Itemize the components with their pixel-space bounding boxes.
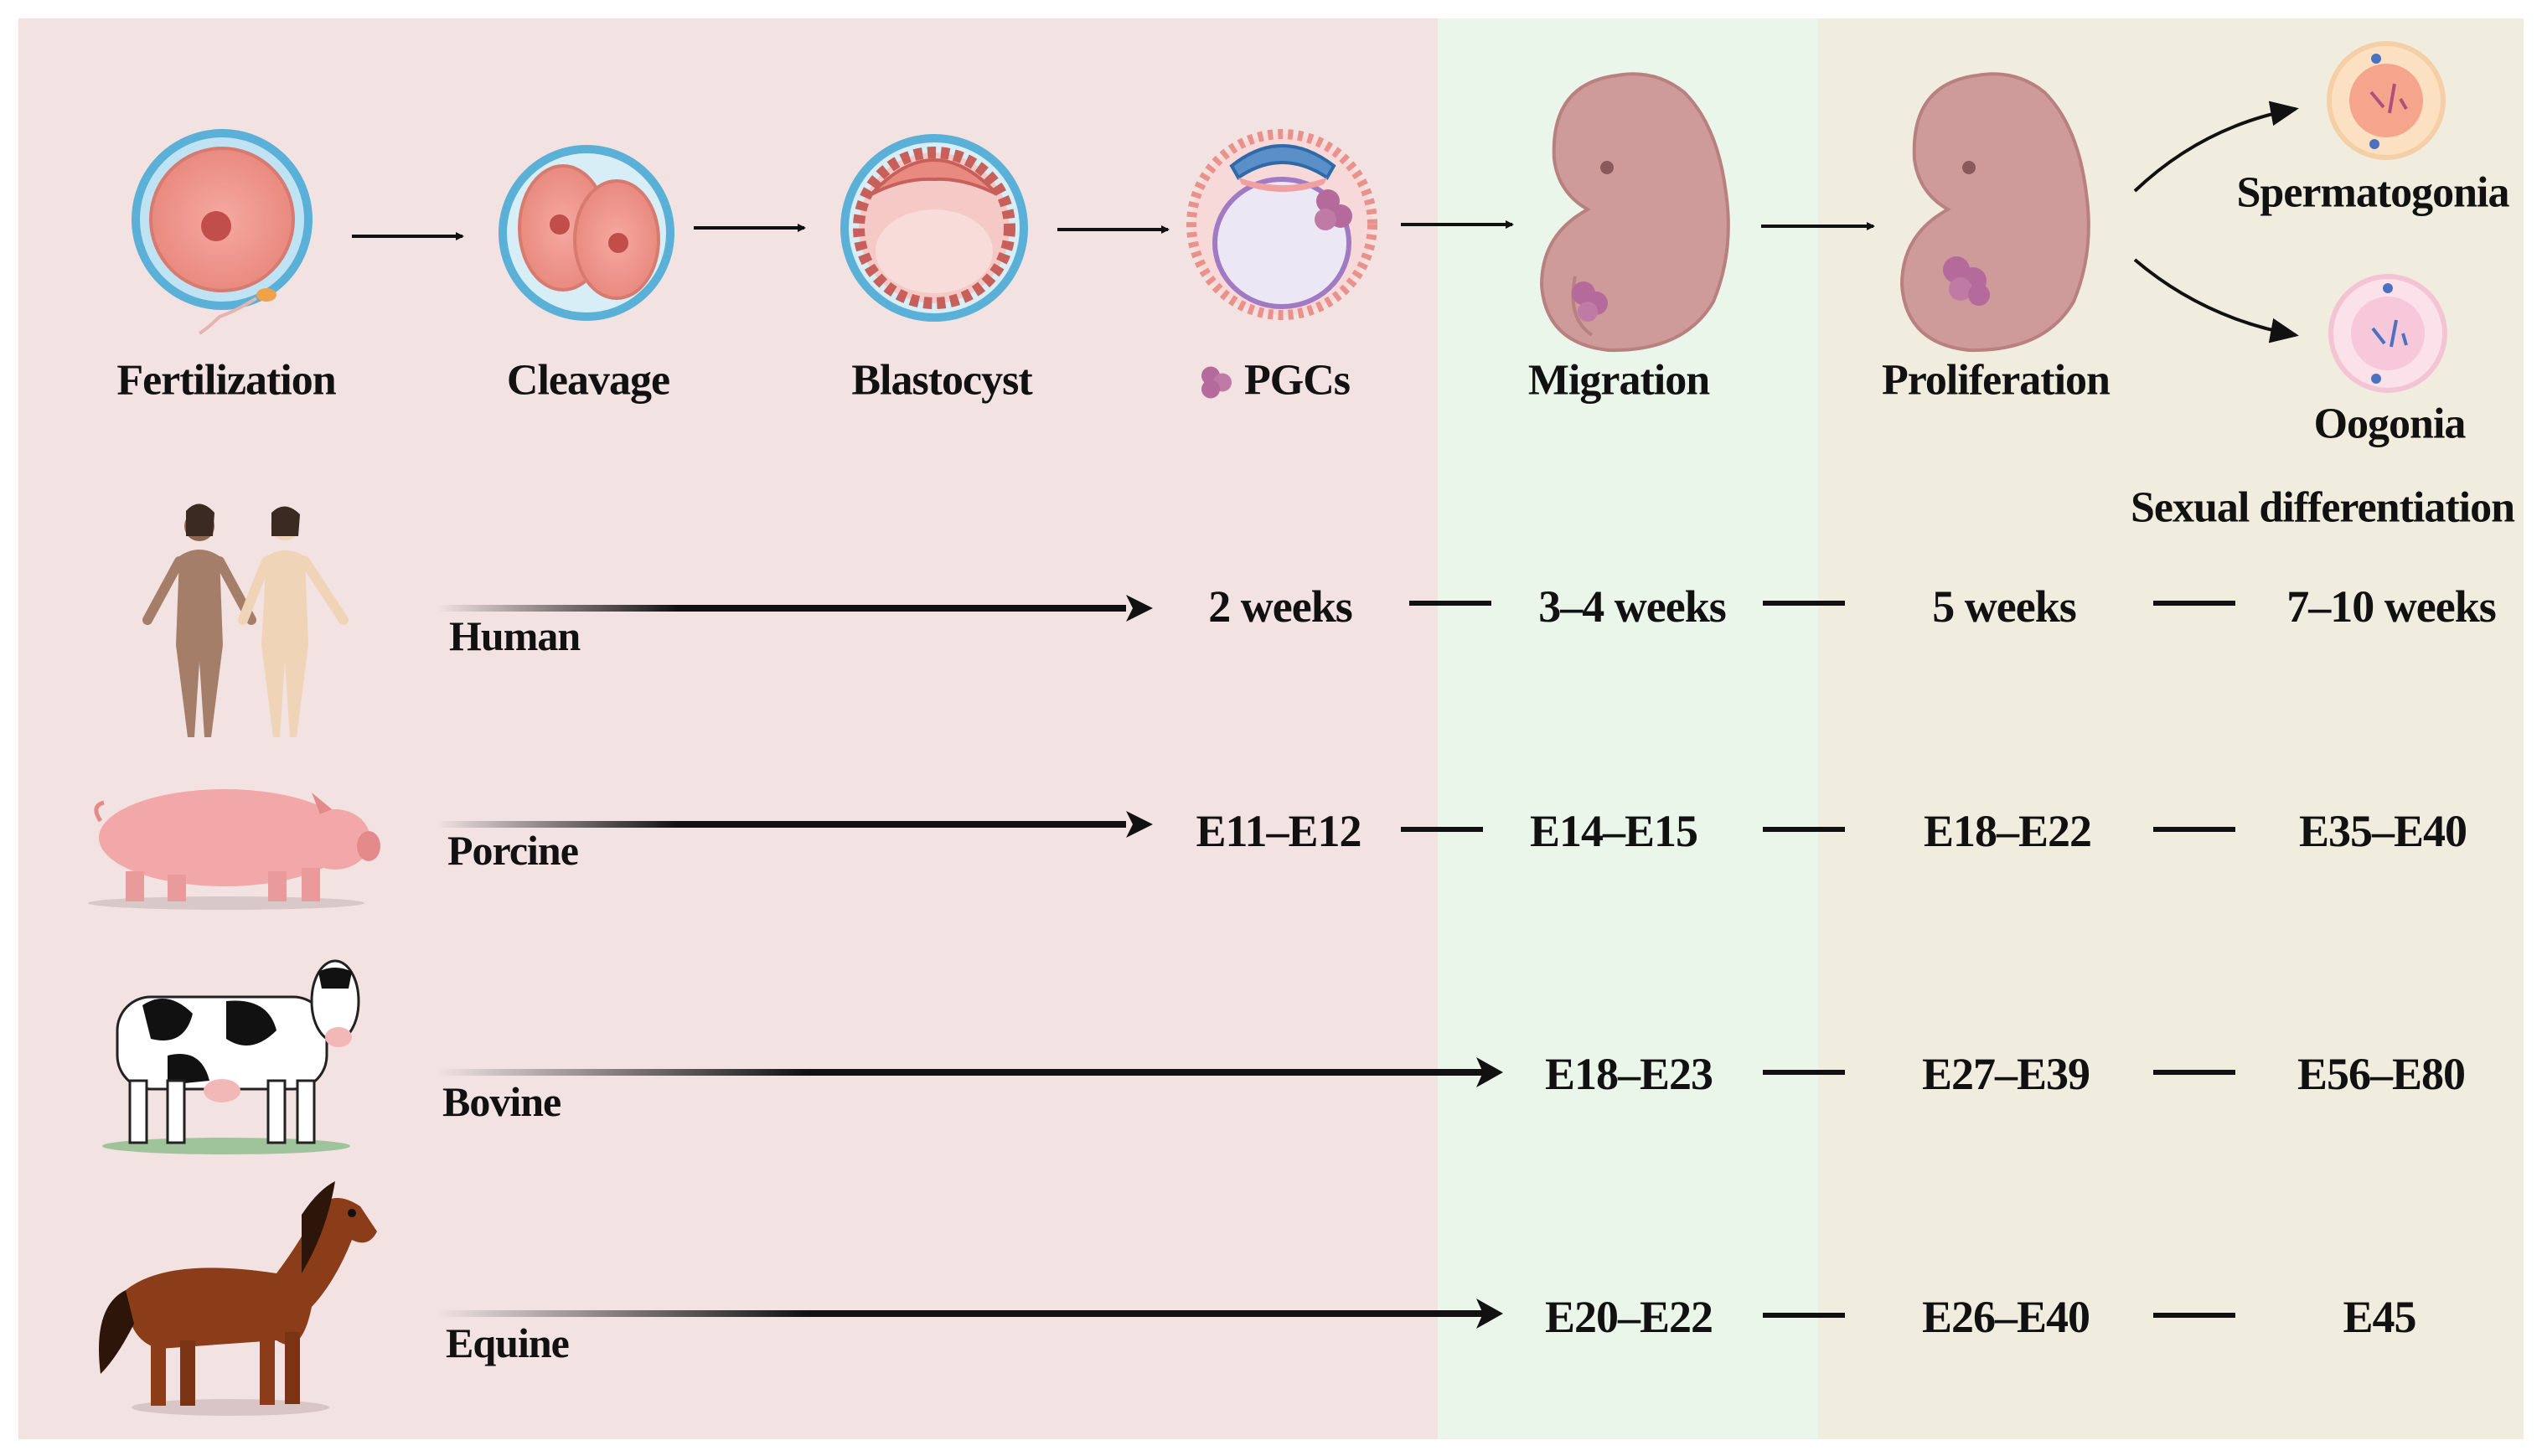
spermatogonia-cell-icon (2327, 41, 2446, 160)
oogonia-label: Oogonia (2313, 400, 2467, 448)
blastocyst-icon (840, 134, 1028, 322)
stage-arrows (352, 101, 2299, 343)
porcine-migration-time: E14–E15 (1529, 806, 1698, 856)
bovine-differentiation-time: E56–E80 (2297, 1049, 2466, 1099)
porcine-proliferation-time: E18–E22 (1923, 806, 2092, 856)
pgcs-text: PGCs (1244, 356, 1351, 405)
species-label-equine: Equine (446, 1319, 570, 1366)
human-pgc-time: 2 weeks (1208, 581, 1352, 632)
bovine-migration-time: E18–E23 (1544, 1049, 1713, 1099)
species-label-human: Human (449, 612, 581, 659)
oogonia-cell-icon (2328, 274, 2447, 393)
stage-label-migration: Migration (1527, 356, 1710, 405)
proliferation-embryo-icon (1899, 72, 2090, 353)
equine-proliferation-time: E26–E40 (1921, 1292, 2090, 1342)
stage-label-blastocyst: Blastocyst (851, 356, 1032, 405)
species-label-bovine: Bovine (442, 1078, 561, 1125)
spermatogonia-label: Spermatogonia (2236, 168, 2510, 217)
equine-migration-time: E20–E22 (1544, 1292, 1713, 1342)
species-label-porcine: Porcine (447, 827, 579, 874)
pgc-embryo-icon (1186, 129, 1377, 320)
migration-embryo-icon (1539, 72, 1730, 353)
cleavage-icon (499, 145, 674, 321)
bovine-proliferation-time: E27–E39 (1921, 1049, 2090, 1099)
human-differentiation-time: 7–10 weeks (2286, 581, 2496, 632)
cow-illustration (102, 959, 360, 1154)
sexual-differentiation-label: Sexual differentiation (2130, 483, 2515, 532)
equine-differentiation-time: E45 (2343, 1292, 2416, 1342)
horse-illustration (99, 1181, 377, 1416)
stage-label-pgcs: PGCs (1197, 356, 1351, 405)
human-illustration (142, 503, 349, 737)
fertilization-icon (132, 129, 313, 335)
stage-label-cleavage: Cleavage (506, 356, 670, 405)
pgc-cluster-icon (1201, 366, 1232, 399)
porcine-pgc-time: E11–E12 (1196, 806, 1361, 856)
time-separators (1401, 601, 2235, 1318)
species-timeline-arrows (437, 595, 1503, 1329)
stage-label-proliferation: Proliferation (1882, 356, 2111, 405)
stage-label-fertilization: Fertilization (116, 356, 336, 405)
human-migration-time: 3–4 weeks (1538, 581, 1726, 632)
human-proliferation-time: 5 weeks (1932, 581, 2076, 632)
porcine-differentiation-time: E35–E40 (2298, 806, 2467, 856)
pig-illustration (88, 789, 380, 910)
